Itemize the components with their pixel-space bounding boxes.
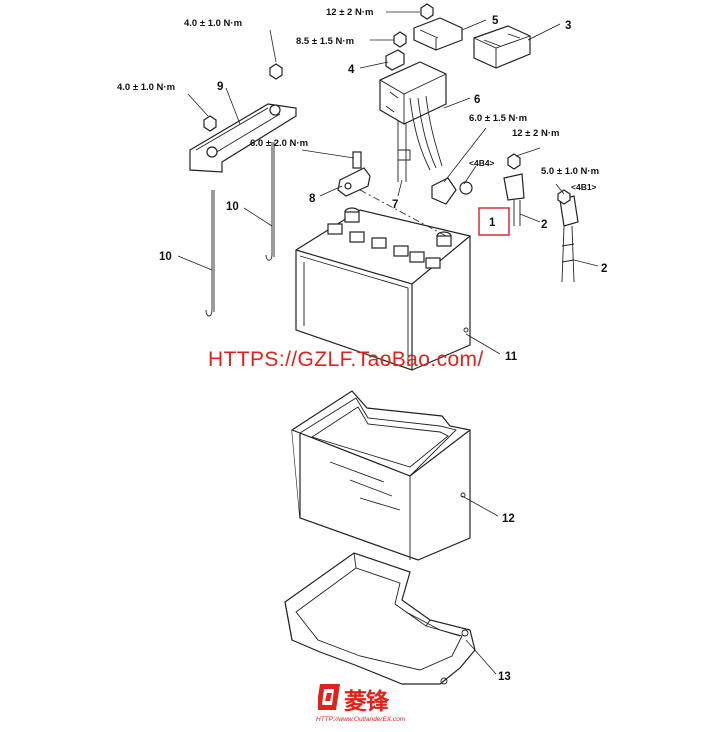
callout-2-upper: 2 (541, 219, 547, 231)
callout-10-upper: 10 (226, 201, 239, 213)
torque-label-2-lower: 5.0 ± 1.0 N·m (541, 166, 599, 177)
callout-5: 5 (492, 15, 499, 27)
leader-lines (177, 11, 599, 675)
torque-label-8: 6.0 ± 2.0 N·m (250, 138, 308, 149)
battery-11 (295, 207, 471, 371)
torque-label-6: 6.0 ± 1.5 N·m (469, 113, 527, 124)
watermark-url: HTTPS://GZLF.TaoBao.com/ (208, 348, 484, 371)
relay-box-cover-3 (473, 25, 531, 69)
brand-logo-icon (318, 684, 340, 710)
callout-3: 3 (565, 20, 571, 32)
callout-8: 8 (309, 193, 316, 205)
fuse-bracket-5 (413, 3, 463, 51)
connector-code-4b4: <4B4> (469, 158, 495, 168)
callout-9: 9 (217, 81, 223, 93)
callout-2-lower: 2 (601, 263, 607, 275)
callout-10-lower: 10 (159, 251, 172, 263)
nut-icon (203, 63, 283, 132)
torque-label-5: 12 ± 2 N·m (326, 7, 373, 18)
battery-box-12 (291, 390, 471, 561)
hold-down-bracket-9 (189, 103, 297, 173)
connector-code-4b1: <4B1> (571, 182, 597, 192)
callout-11: 11 (505, 351, 518, 363)
callout-12: 12 (502, 513, 515, 525)
fusible-link-harness-6 (379, 61, 447, 171)
terminal-cable-2 (431, 153, 579, 283)
highlight-box (478, 207, 510, 236)
torque-label-9-top: 4.0 ± 1.0 N·m (184, 18, 242, 29)
hold-down-rod-10 (205, 142, 275, 317)
callout-13: 13 (498, 671, 511, 683)
torque-label-9-left: 4.0 ± 1.0 N·m (117, 82, 175, 93)
callout-4: 4 (348, 64, 355, 76)
callout-7: 7 (392, 199, 398, 211)
callout-6: 6 (474, 94, 480, 106)
terminal-clamp-8 (337, 151, 447, 237)
cable-7 (397, 118, 411, 182)
battery-tray-13 (284, 552, 476, 685)
battery-terminal-caps (327, 207, 452, 269)
torque-label-4: 8.5 ± 1.5 N·m (296, 36, 354, 47)
bracket-nut-4 (385, 31, 407, 71)
torque-label-2-upper: 12 ± 2 N·m (512, 128, 559, 139)
callout-1: 1 (489, 217, 496, 229)
brand-site-url: HTTP://www.OutlanderEX.com (316, 716, 406, 723)
brand-name: 菱锋 (344, 689, 389, 715)
